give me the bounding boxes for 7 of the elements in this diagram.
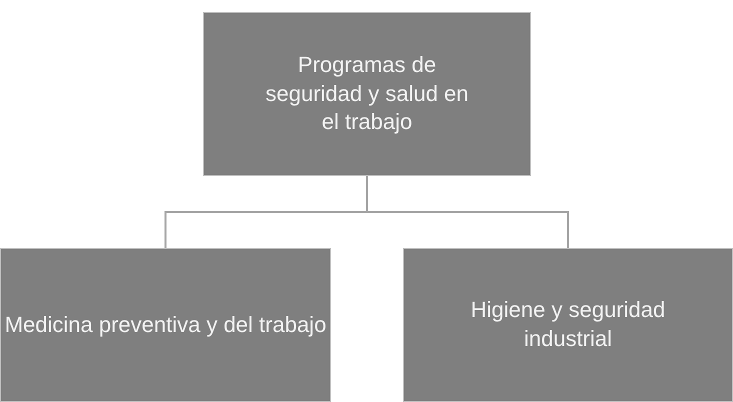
connector-line [366, 176, 569, 248]
org-box [203, 12, 531, 176]
org-box [403, 248, 733, 402]
org-box [0, 248, 331, 402]
box-label: Programas de seguridad y salud en el trabajo [264, 51, 470, 136]
box-label: Medicina preventiva y del trabajo [4, 310, 326, 339]
box-label: Higiene y seguridad industrial [470, 296, 666, 353]
